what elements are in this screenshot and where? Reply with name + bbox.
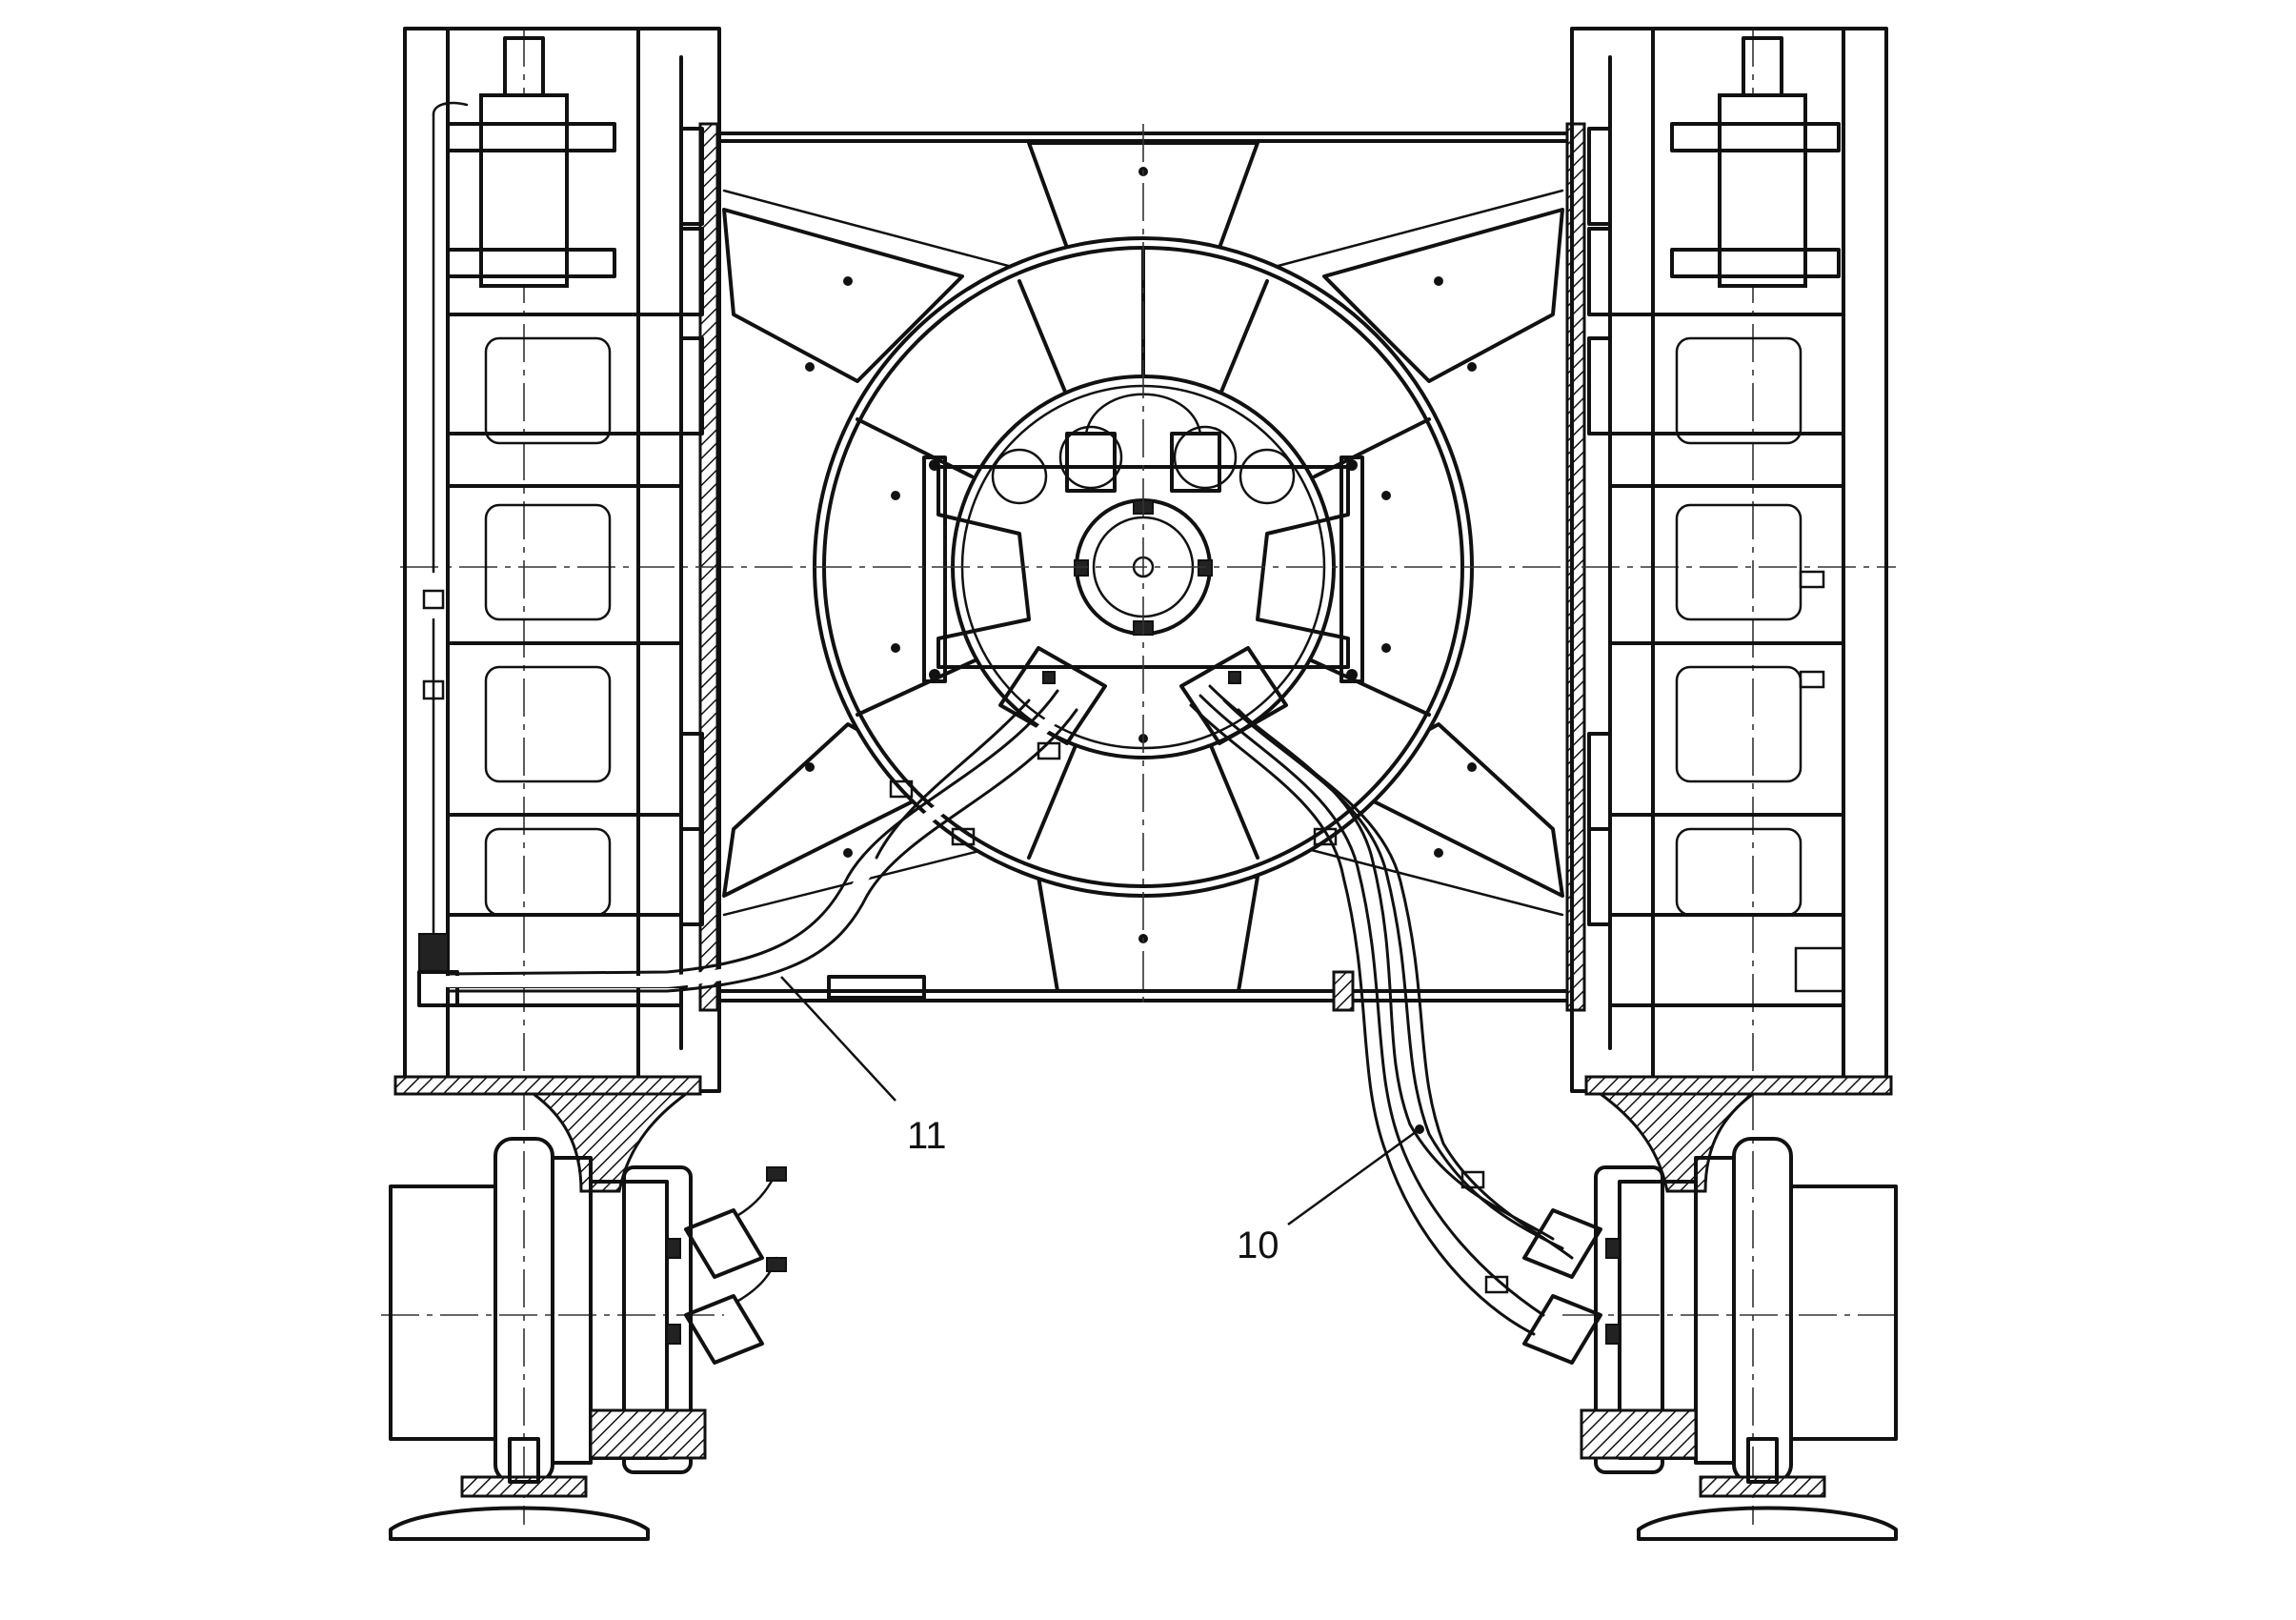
hose-bundle-11 <box>442 689 1078 993</box>
right-leg <box>1570 27 1893 1193</box>
right-wheel-assembly <box>1522 1137 1898 1541</box>
callout-11: 11 <box>780 976 947 1157</box>
left-wheel-assembly <box>389 1137 787 1541</box>
callout-10-label: 10 <box>1237 1225 1279 1266</box>
callout-11-label: 11 <box>907 1115 947 1157</box>
callout-10: 10 <box>1237 1127 1420 1266</box>
left-leg <box>393 27 721 1193</box>
hose-bundle-10 <box>1189 684 1574 1336</box>
